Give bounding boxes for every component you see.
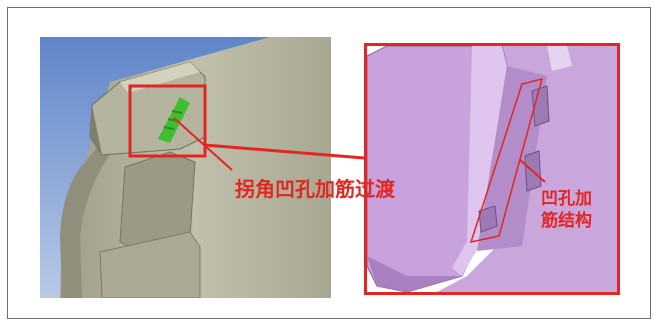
detail-channel [477,66,547,251]
lower-pad [99,231,201,298]
part-rim [60,132,115,298]
top-block-side [90,105,102,155]
rib-3 [478,205,498,233]
rib-1 [531,85,550,127]
detail-part-render [367,46,617,292]
rib-2 [524,150,542,192]
overall-part-render [40,37,331,298]
rib-region-outline [469,77,544,244]
detail-step [547,46,572,71]
detail-block-highlight [452,46,507,276]
detail-zoom-view [364,43,620,295]
detail-block-bottom [367,256,462,292]
overall-part-view [40,37,331,298]
